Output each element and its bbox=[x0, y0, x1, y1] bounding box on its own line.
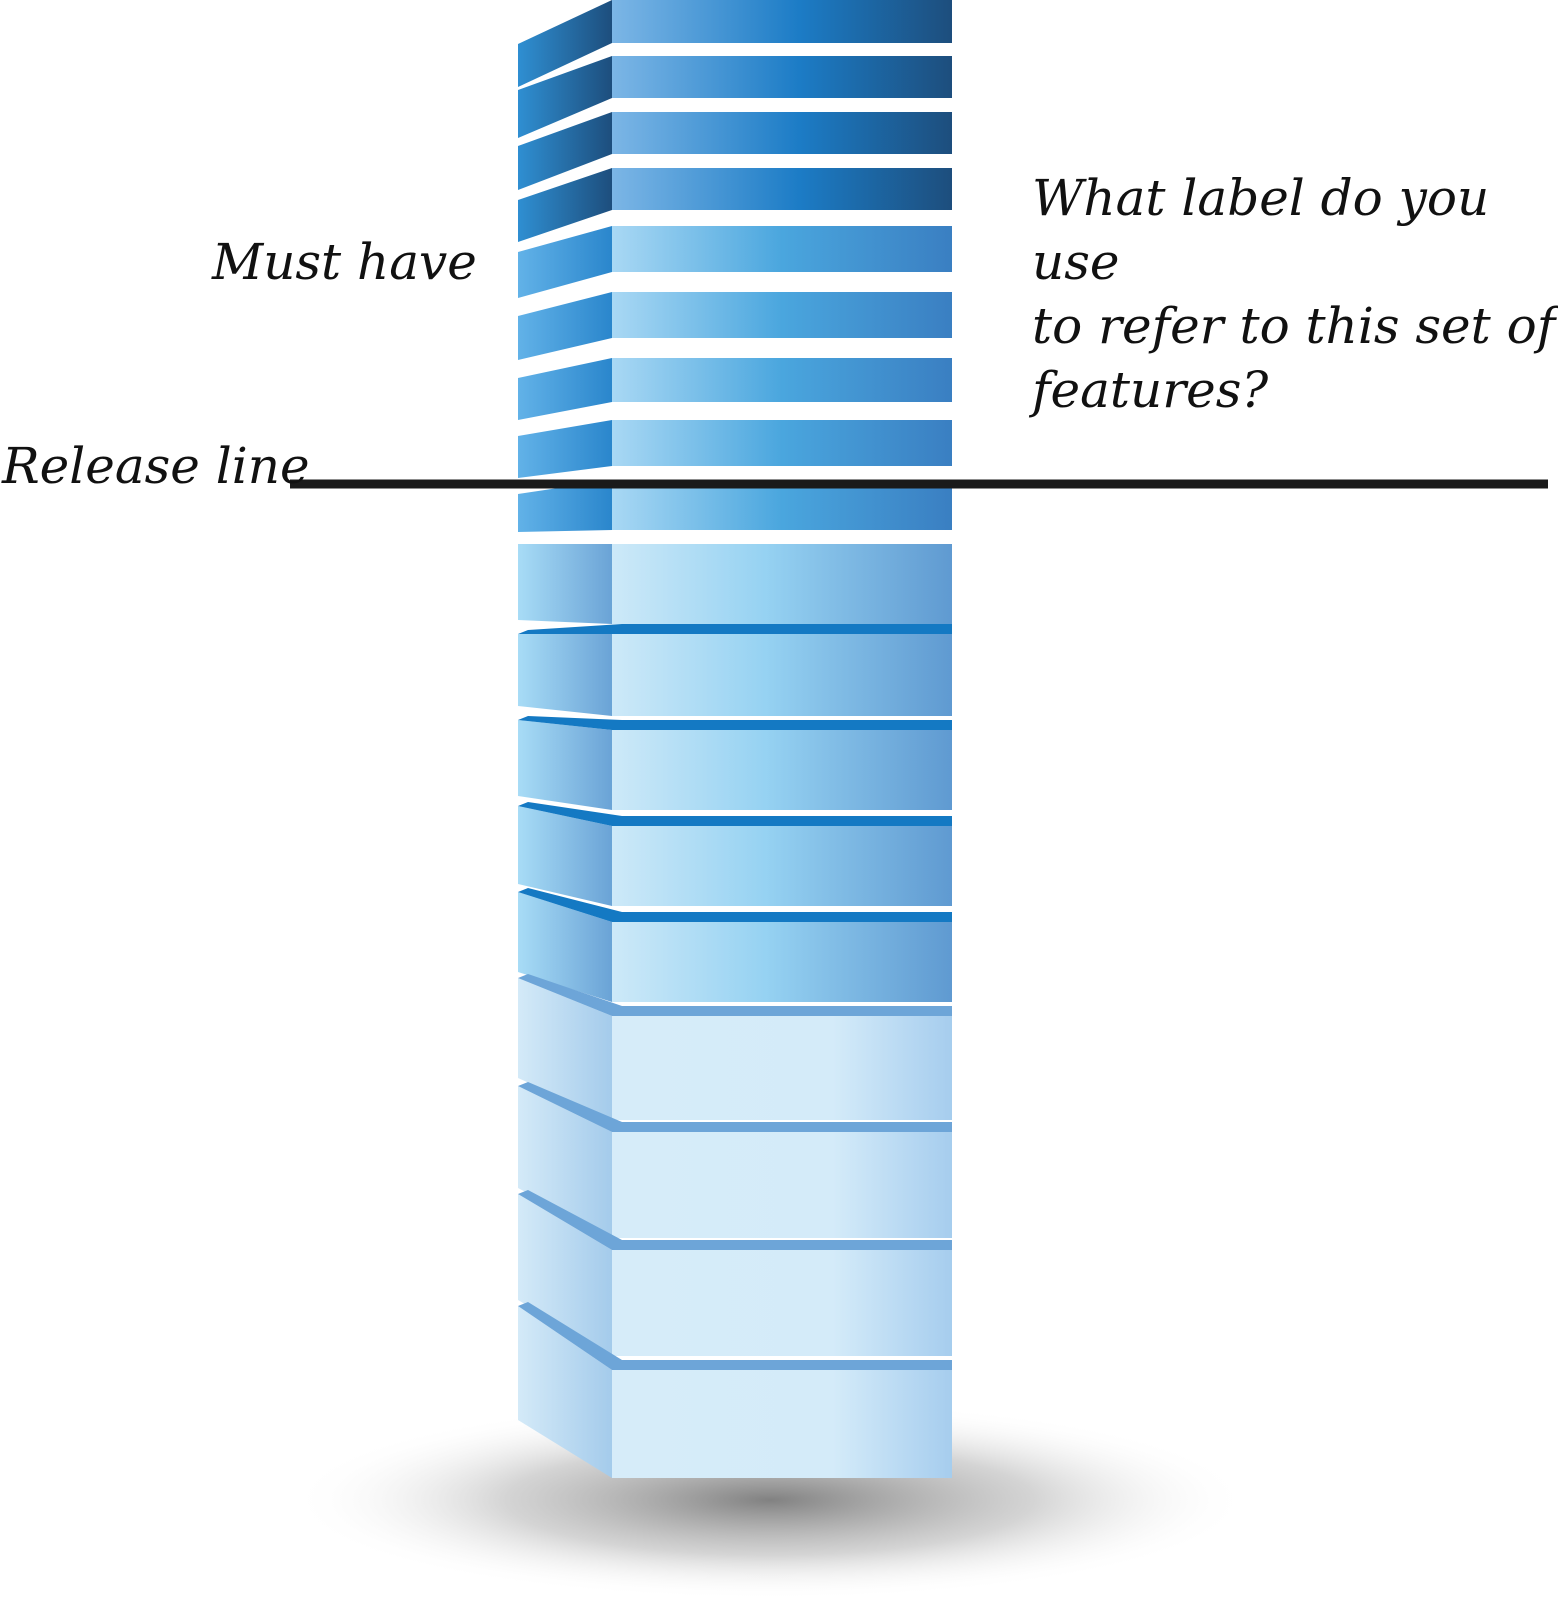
feature-layer-side bbox=[518, 56, 612, 138]
feature-layer-front bbox=[612, 1370, 952, 1478]
feature-layer-front bbox=[612, 56, 952, 98]
feature-layer-side bbox=[518, 806, 612, 906]
feature-layer-side bbox=[518, 480, 612, 532]
feature-layer-front bbox=[612, 0, 952, 43]
feature-layer bbox=[518, 802, 952, 906]
feature-layer-side bbox=[518, 720, 612, 810]
feature-layer bbox=[518, 112, 952, 190]
feature-layer-side bbox=[518, 892, 612, 1002]
feature-layer bbox=[518, 292, 952, 360]
feature-layer-top bbox=[518, 888, 952, 922]
feature-layer bbox=[518, 56, 952, 138]
feature-layer-front bbox=[612, 634, 952, 716]
feature-layer-front bbox=[612, 730, 952, 810]
feature-layer-side bbox=[518, 978, 612, 1120]
question-annotation: What label do you use to refer to this s… bbox=[1032, 169, 1556, 419]
feature-layer-side bbox=[518, 1194, 612, 1356]
release-line-label: Release line bbox=[2, 437, 310, 495]
feature-layer bbox=[518, 226, 952, 298]
feature-layer-front bbox=[612, 358, 952, 402]
feature-layers bbox=[518, 0, 952, 1478]
feature-layer-side bbox=[518, 358, 612, 420]
feature-layer-front bbox=[612, 1132, 952, 1238]
feature-layer-top bbox=[518, 624, 952, 634]
feature-layer-side bbox=[518, 292, 612, 360]
feature-layer bbox=[518, 716, 952, 810]
feature-layer-front bbox=[612, 922, 952, 1002]
feature-layer-front bbox=[612, 544, 952, 624]
feature-layer-side bbox=[518, 544, 612, 624]
feature-layer-front bbox=[612, 292, 952, 338]
feature-layer-front bbox=[612, 420, 952, 466]
feature-layer-front bbox=[612, 1016, 952, 1120]
feature-layer bbox=[518, 168, 952, 242]
feature-layer-front bbox=[612, 112, 952, 154]
feature-layer bbox=[518, 1190, 952, 1356]
feature-layer-side bbox=[518, 112, 612, 190]
feature-layer bbox=[518, 624, 952, 716]
feature-layer-side bbox=[518, 0, 612, 87]
feature-layer-side bbox=[518, 226, 612, 298]
feature-layer-front bbox=[612, 226, 952, 272]
feature-layer-side bbox=[518, 634, 612, 716]
feature-layer-side bbox=[518, 420, 612, 478]
feature-layer-side bbox=[518, 1306, 612, 1478]
feature-layer-front bbox=[612, 826, 952, 906]
feature-layer-front bbox=[612, 1250, 952, 1356]
feature-layer-top bbox=[518, 716, 952, 730]
feature-layer bbox=[518, 1302, 952, 1478]
ground-shadow bbox=[290, 1400, 1250, 1600]
feature-layer bbox=[518, 0, 952, 87]
feature-layer-top bbox=[518, 1190, 952, 1250]
feature-layer-side bbox=[518, 168, 612, 242]
feature-layer-top bbox=[518, 974, 952, 1016]
feature-layer-top bbox=[518, 1302, 952, 1370]
feature-layer-front bbox=[612, 168, 952, 210]
feature-layer-top bbox=[518, 802, 952, 826]
feature-layer bbox=[518, 420, 952, 478]
feature-layer bbox=[518, 974, 952, 1120]
must-have-label: Must have bbox=[212, 233, 477, 291]
feature-layer bbox=[518, 888, 952, 1002]
feature-layer bbox=[518, 544, 952, 624]
feature-layer bbox=[518, 358, 952, 420]
feature-layer-top bbox=[518, 1082, 952, 1132]
